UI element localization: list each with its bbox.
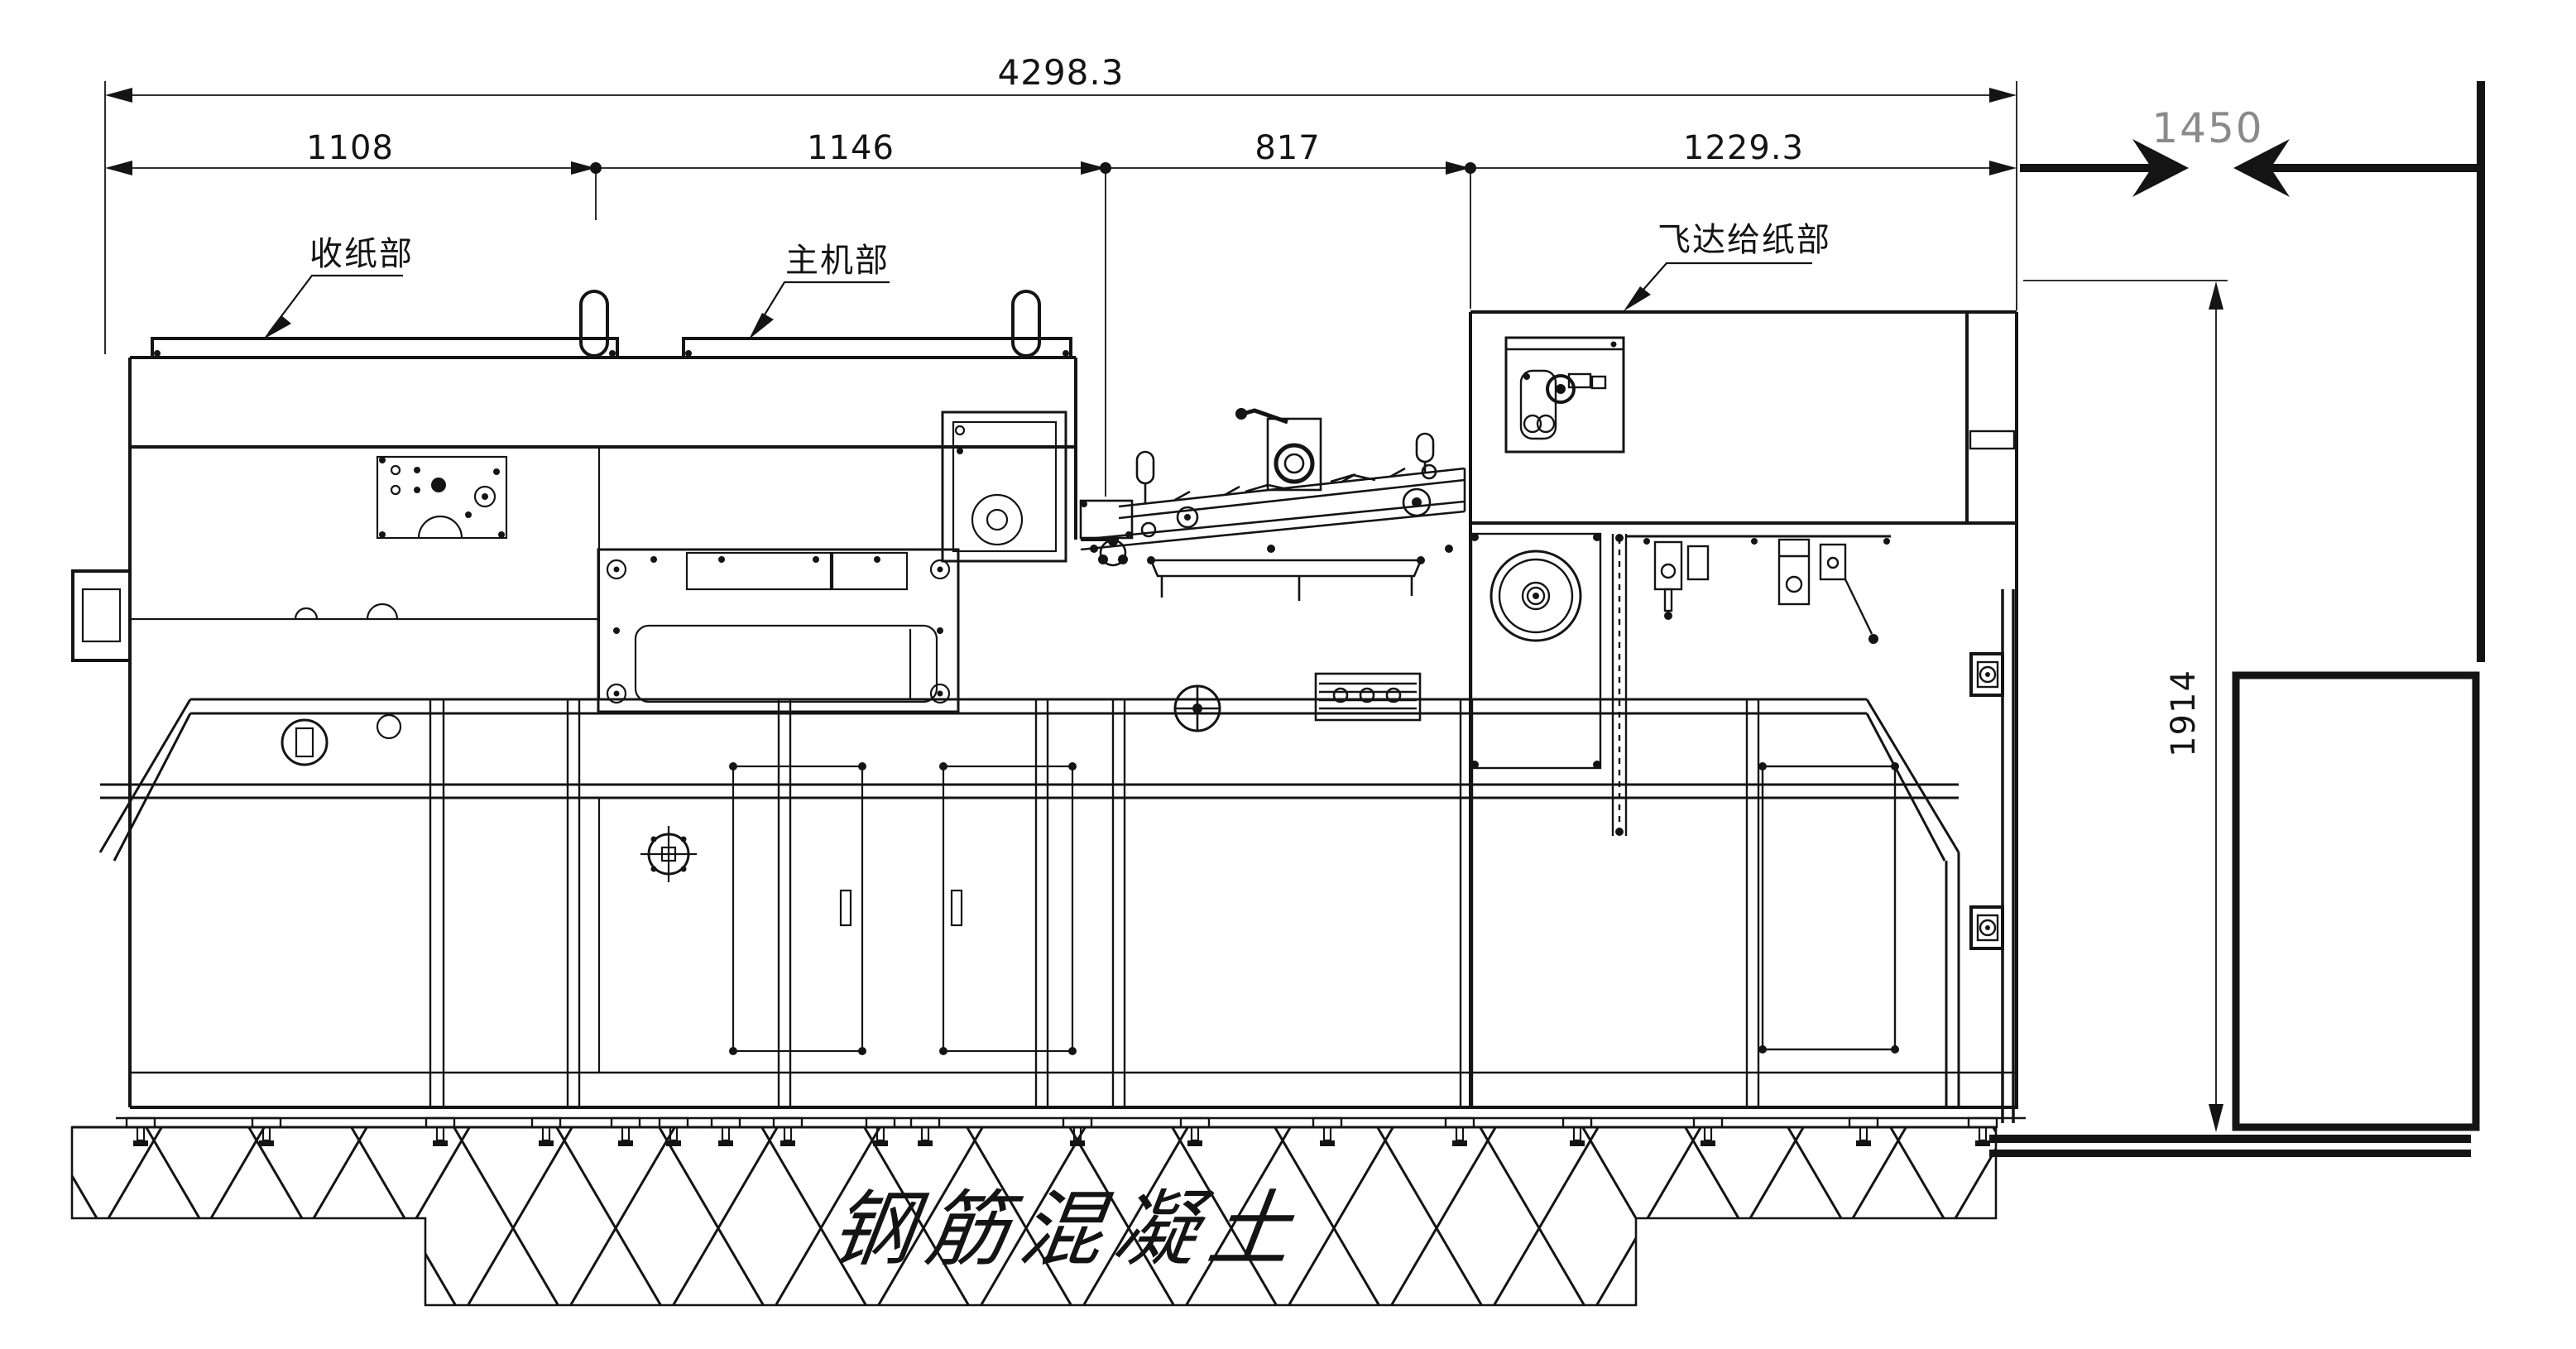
lid-handle-right: [1011, 290, 1041, 358]
dim-segment-2-label: 1146: [807, 129, 895, 167]
foundation-label-group: 钢筋混凝土: [825, 1181, 1310, 1277]
delivery-bridge: [1079, 408, 1466, 732]
feeder-section-text: 飞达给纸部: [1657, 221, 1831, 259]
feeder-door: [1758, 762, 1899, 1054]
dim-segment-3-label: 817: [1254, 129, 1320, 167]
left-bracket: [71, 569, 132, 662]
dim-total-width-label: 4298.3: [998, 52, 1125, 93]
handwheel: [1173, 684, 1221, 732]
rail-posts: [429, 700, 1760, 1107]
platen-assembly: [597, 548, 960, 713]
floor-bar-upper: [1989, 1135, 2471, 1143]
feeder-top-box: [1504, 336, 1625, 454]
dimension-clearance: 1450: [2020, 104, 2479, 197]
lid-handle-left: [579, 290, 609, 358]
foundation: [70, 1116, 1998, 1307]
cabinet-door-left: [729, 762, 866, 1055]
dim-clearance-label: 1450: [2151, 104, 2263, 152]
feed-head: [1626, 535, 1891, 644]
dimension-lines: [104, 81, 2017, 497]
bridge-tray: [1147, 556, 1425, 601]
floor-bar-lower: [1989, 1150, 2471, 1157]
control-panel: [376, 455, 508, 540]
leveling-target: [640, 826, 697, 882]
dim-segment-4-label: 1229.3: [1683, 129, 1804, 167]
clover-knob: [1098, 536, 1128, 567]
label-delivery-section: 收纸部: [263, 235, 414, 339]
guard-rails: [98, 698, 1960, 1107]
window-box: [941, 410, 1067, 563]
delivery-section-text: 收纸部: [309, 235, 414, 273]
dimension-height: [2023, 280, 2228, 1132]
foundation-label: 钢筋混凝土: [825, 1181, 1310, 1277]
machine-details: [130, 350, 1077, 1073]
bridge-clamp: [1235, 408, 1322, 492]
dim-height-label: 1914: [2165, 670, 2203, 757]
cabinet-door-right: [939, 762, 1077, 1055]
label-main-section: 主机部: [749, 242, 890, 339]
pallet-box: [2232, 671, 2480, 1131]
right-side: [1969, 81, 2485, 1157]
label-feeder-section: 飞达给纸部: [1624, 221, 1831, 311]
delivery-top-lid: [151, 337, 619, 359]
dim-segment-1-label: 1108: [306, 129, 394, 167]
main-section-text: 主机部: [785, 242, 890, 280]
lift-chain: [1611, 534, 1628, 836]
foundation-hatch: [70, 1126, 1998, 1307]
machine-outline: [71, 290, 2026, 1129]
drum-panel: [1470, 532, 1602, 770]
feeder-details: [1470, 336, 2016, 1054]
